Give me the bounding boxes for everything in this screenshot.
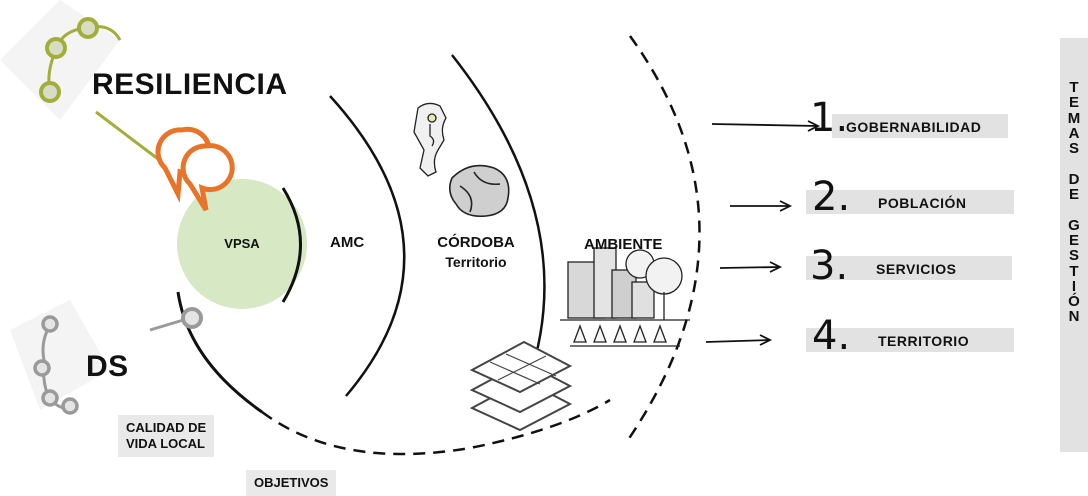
calidad-vida-local-label: CALIDAD DE VIDA LOCAL [118, 415, 215, 457]
resiliencia-label: RESILIENCIA [92, 68, 288, 101]
objetivos-label: OBJETIVOS [246, 470, 337, 496]
arrow-3 [719, 266, 781, 269]
vpsa-circle [177, 179, 307, 309]
vpsa-arc [281, 187, 302, 303]
layers-icon [469, 340, 573, 432]
topic-bar-3 [806, 256, 1012, 280]
location-pin-icon [155, 126, 235, 212]
topic-label-1: GOBERNABILIDAD [846, 119, 982, 135]
argentina-map-icon [413, 102, 447, 177]
city-trees-icon [560, 247, 690, 347]
arrow-1 [711, 123, 819, 127]
ds-chain [33, 307, 203, 415]
topic-label-4: TERRITORIO [878, 333, 970, 349]
topic-number-4: 4. [812, 313, 851, 359]
ambiente-label: AMBIENTE [584, 236, 663, 253]
topic-label-2: POBLACIÓN [878, 195, 967, 211]
amc-label: AMC [330, 234, 365, 251]
resiliencia-chain [39, 17, 171, 170]
topic-label-3: SERVICIOS [876, 261, 957, 277]
vpsa-label: VPSA [224, 236, 260, 251]
temas-de-gestion-panel: T E M A S D E G E S T I Ó N [1060, 38, 1088, 452]
topic-number-3: 3. [810, 243, 849, 289]
topic-bar-2 [806, 190, 1014, 214]
topic-bar-4 [806, 328, 1014, 352]
amc-arc [329, 95, 406, 397]
objetivos-arc [261, 398, 611, 456]
topic-number-2: 2. [812, 174, 851, 220]
topic-number-1: 1. [810, 95, 849, 141]
shadow-tile [10, 300, 110, 410]
topic-bar-1 [832, 114, 1008, 138]
shadow-tile [0, 0, 120, 120]
ds-label: DS [86, 350, 129, 383]
topic-arrows [705, 120, 821, 346]
objetivos-arc-solid [176, 291, 263, 414]
cordoba-map-icon [448, 164, 510, 218]
cordoba-sub-label: Territorio [445, 254, 507, 270]
arrow-4 [705, 339, 771, 343]
ambiente-arc [626, 35, 701, 441]
temas-de-gestion-label: T E M A S D E G E S T I Ó N [1067, 79, 1081, 326]
cordoba-label: CÓRDOBA [437, 234, 515, 251]
